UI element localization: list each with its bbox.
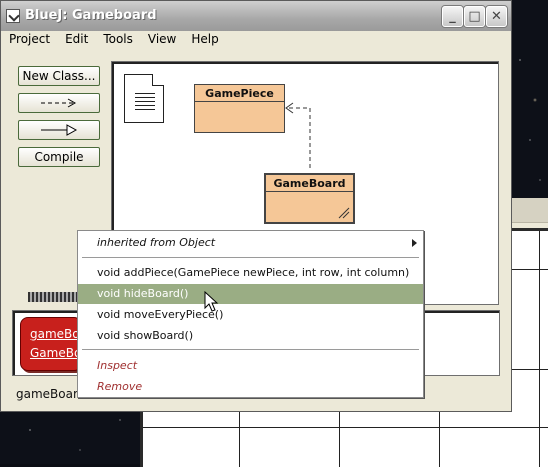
object-name: gameBo: [30, 327, 80, 341]
menu-item-hide-board[interactable]: void hideBoard(): [78, 284, 423, 304]
object-context-menu: inherited from Object void addPiece(Game…: [77, 230, 424, 398]
new-class-button[interactable]: New Class...: [18, 66, 100, 86]
class-gamepiece[interactable]: GamePiece: [194, 84, 285, 133]
tool-panel: New Class... Compile: [18, 66, 100, 174]
menu-tools[interactable]: Tools: [103, 32, 133, 46]
window-title: BlueJ: Gameboard: [25, 8, 157, 23]
readme-document-icon[interactable]: [124, 74, 164, 123]
menu-view[interactable]: View: [147, 32, 177, 46]
menu-item-inspect[interactable]: Inspect: [97, 359, 138, 372]
bluej-app-icon[interactable]: [6, 9, 20, 23]
uses-arrow-button[interactable]: [18, 93, 100, 113]
menu-item-label: inherited from Object: [97, 236, 216, 249]
menu-project[interactable]: Project: [9, 32, 51, 46]
submenu-arrow-icon: [412, 239, 417, 247]
object-gameboard-instance[interactable]: gameBo GameBo: [20, 317, 82, 371]
splitter-handle[interactable]: [28, 292, 80, 302]
dependency-arrow: [285, 102, 311, 168]
menu-item-show-board[interactable]: void showBoard(): [97, 329, 194, 342]
inheritance-arrow-button[interactable]: [18, 120, 100, 140]
menu-bar: Project Edit Tools View Help: [1, 31, 511, 49]
mouse-pointer-icon: [204, 291, 219, 312]
minimize-button[interactable]: _: [442, 6, 463, 27]
inheritance-arrow-icon: [41, 124, 78, 136]
resize-hatch-icon: [338, 207, 350, 219]
menu-item-inherited[interactable]: inherited from Object: [78, 233, 423, 253]
menu-item-remove[interactable]: Remove: [97, 380, 143, 393]
dashed-arrow-icon: [41, 98, 77, 108]
object-type: GameBo: [30, 346, 82, 360]
compile-button[interactable]: Compile: [18, 147, 100, 167]
menu-item-move-every-piece[interactable]: void moveEveryPiece(): [97, 308, 224, 321]
menu-edit[interactable]: Edit: [65, 32, 89, 46]
title-bar[interactable]: BlueJ: Gameboard _ □ ✕: [1, 1, 511, 31]
class-gameboard[interactable]: GameBoard: [264, 173, 355, 224]
class-name: GamePiece: [195, 85, 284, 102]
menu-item-add-piece[interactable]: void addPiece(GamePiece newPiece, int ro…: [97, 266, 410, 279]
menu-help[interactable]: Help: [191, 32, 219, 46]
maximize-button[interactable]: □: [464, 6, 485, 27]
close-button[interactable]: ✕: [486, 6, 507, 27]
class-name: GameBoard: [266, 175, 353, 192]
